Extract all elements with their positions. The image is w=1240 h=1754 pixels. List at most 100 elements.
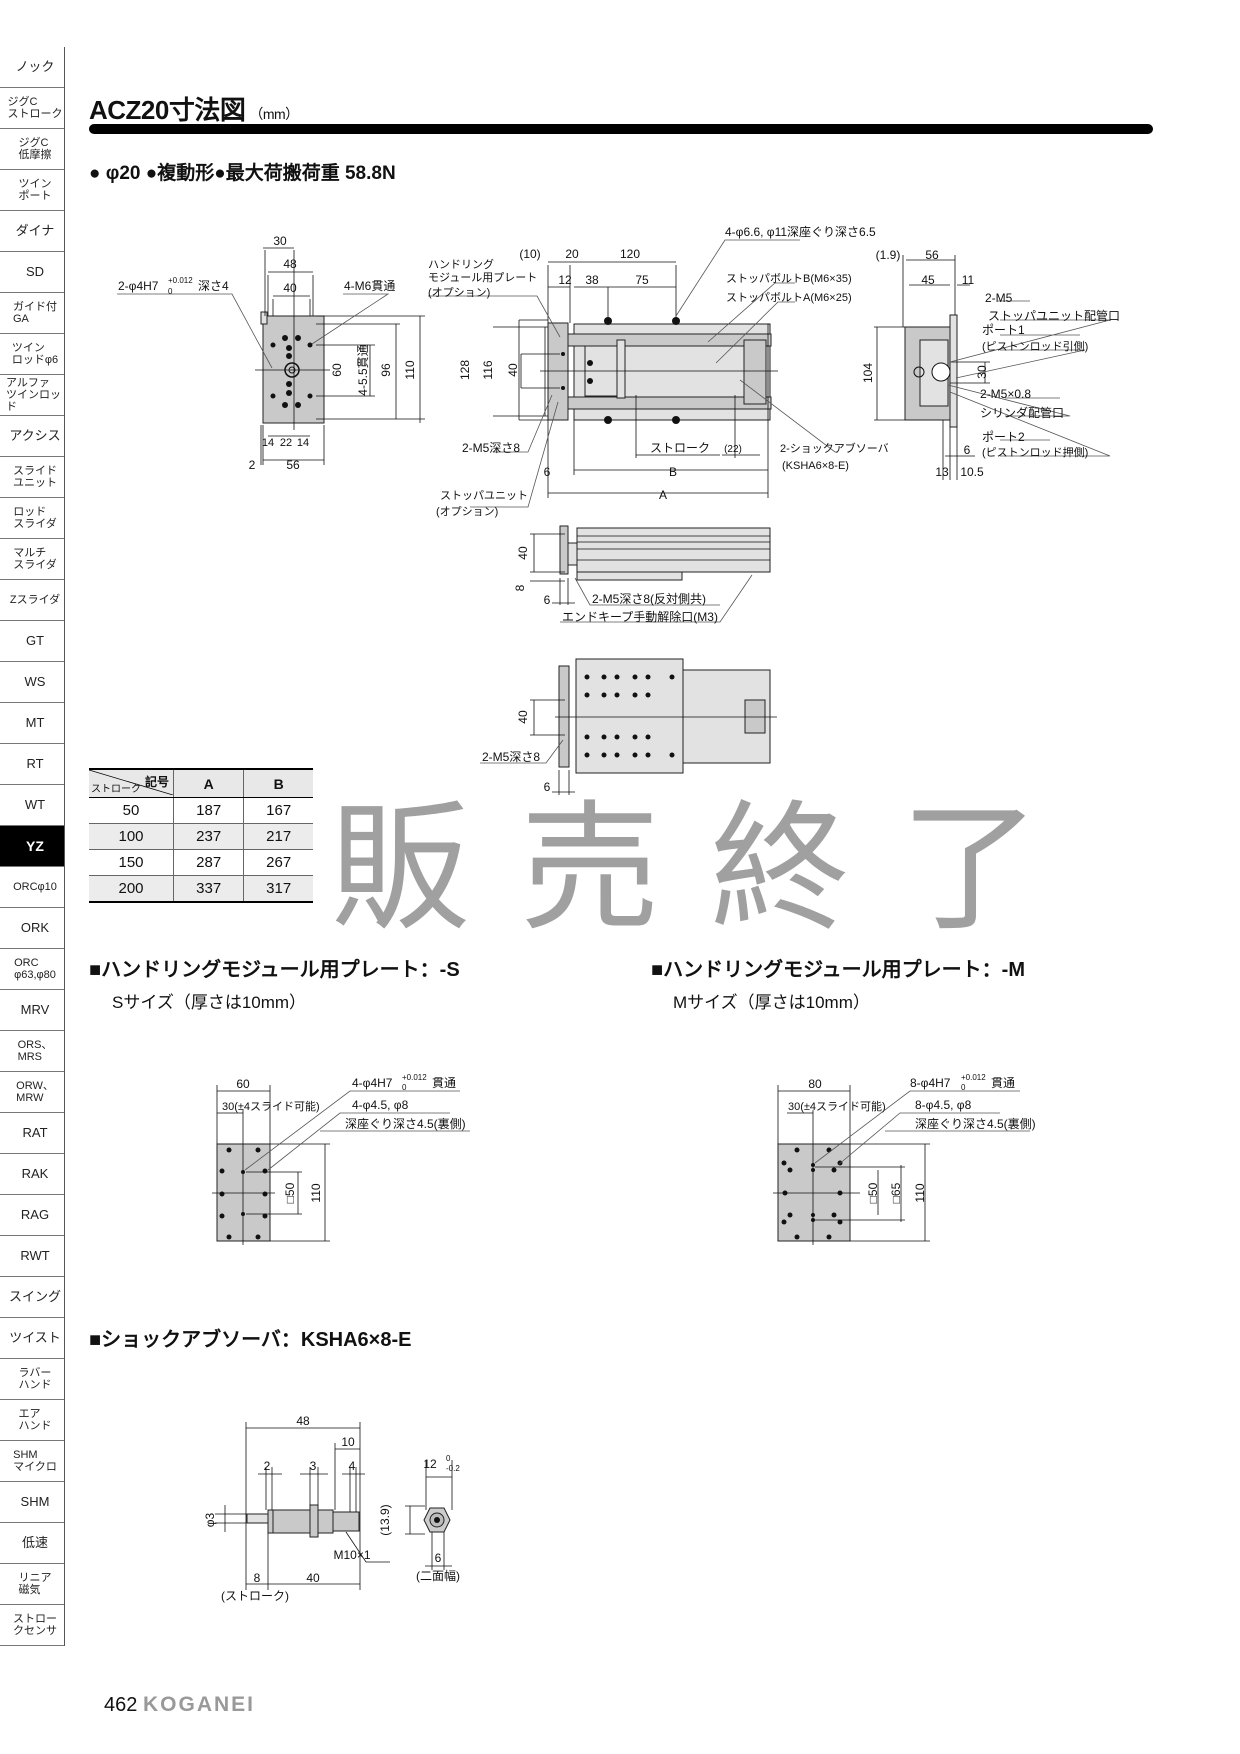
sidebar-item[interactable]: RT [0,744,64,785]
dimension-label-top-dim-120: 120 [620,247,640,261]
sidebar-item[interactable]: ロッド スライダ [0,498,64,539]
dimension-label-bottom2-dim-6: 6 [544,780,551,794]
sidebar-item[interactable]: ツイン ロッドφ6 [0,334,64,375]
dimension-label-plate-s-dim-30: 30(±4スライド可能) [222,1099,320,1113]
sidebar-item[interactable]: スイング [0,1277,64,1318]
plate-s-subheading: Sサイズ（厚さは10mm） [112,993,307,1012]
sidebar-item[interactable]: SHM [0,1482,64,1523]
sidebar-item[interactable]: ORW、 MRW [0,1072,64,1113]
dimension-label-front-dim-14a: 14 [262,437,274,449]
dimension-label-plate-s-sq50: □50 [283,1182,297,1203]
dimension-label-top-m5: 2-M5深さ8 [462,441,520,455]
sidebar-item[interactable]: MRV [0,990,64,1031]
dimension-label-top-dim-128: 128 [458,360,472,380]
sidebar-item[interactable]: リニア 磁気 [0,1564,64,1605]
dimension-label-shock-dim-40: 40 [306,1571,320,1585]
dimension-label-front-dim-56: 56 [286,458,300,472]
dimension-label-top-stopper-1: ストッパユニット [440,489,528,502]
plate-m-heading: ■ハンドリングモジュール用プレート：-M [651,959,1026,981]
dimension-label-front-dim-40: 40 [283,281,297,295]
cell-stroke: 50 [89,797,174,824]
sidebar-item[interactable]: ラバー ハンド [0,1359,64,1400]
sidebar-item[interactable]: SHM マイクロ [0,1441,64,1482]
sidebar-item[interactable]: ORS、 MRS [0,1031,64,1072]
dimension-label-top-dim-40: 40 [506,363,520,377]
sidebar-item[interactable]: マルチ スライダ [0,539,64,580]
cell-b: 217 [243,823,313,850]
dimension-label-top-shock-2: (KSHA6×8-E) [782,460,849,472]
dimension-label-bottom1-endkeep: エンドキープ手動解除口(M3) [562,609,718,624]
dimension-label-front-dim-thru: 4-5.5貫通 [356,344,370,395]
dimension-label-bottom1-dim-8: 8 [513,584,527,591]
sidebar-item[interactable]: ジグC ストローク [0,88,64,129]
dimension-label-top-cbore: 4-φ6.6, φ11深座ぐり深さ6.5 [725,224,876,239]
dimension-label-shock-flats: (二面幅) [416,1568,460,1583]
dimension-label-bottom1-m5: 2-M5深さ8(反対側共) [592,592,706,606]
brand-logo: KOGANEI [143,1693,256,1716]
sidebar-item[interactable]: スライド ユニット [0,457,64,498]
dimension-label-top-stroke: ストローク [650,441,710,455]
dimension-label-top-dim-b: B [669,465,677,479]
sidebar-item[interactable]: 低速 [0,1523,64,1564]
dimension-label-side-dim-13: 13 [935,465,949,479]
sidebar-item[interactable]: アルファ ツインロッド [0,375,64,416]
sidebar-item[interactable]: ノック [0,47,64,88]
dimension-label-front-dim-110: 110 [403,360,417,379]
dimension-label-side-m5x: 2-M5×0.8 [980,387,1031,401]
dimension-label-top-dim-22: (22) [724,444,742,455]
sidebar-item[interactable]: エア ハンド [0,1400,64,1441]
dimension-label-front-dim-22: 22 [280,437,292,449]
sidebar-item[interactable]: RAG [0,1195,64,1236]
dimension-label-top-stopper-2: (オプション) [436,505,498,518]
sidebar-item[interactable]: ガイド付 GA [0,293,64,334]
sidebar-item[interactable]: ORK [0,908,64,949]
plate-s-drawing [212,1085,470,1245]
dimension-label-shock-dim-4: 4 [349,1459,356,1473]
sidebar-item[interactable]: ツイスト [0,1318,64,1359]
dimension-label-side-dim-105: 10.5 [960,465,984,479]
sidebar-item[interactable]: ジグC 低摩擦 [0,129,64,170]
dimension-label-shock-dia3: φ3 [203,1512,217,1527]
sidebar-item[interactable]: YZ [0,826,64,867]
sidebar-item[interactable]: MT [0,703,64,744]
dimension-label-shock-dim-6: 6 [435,1551,442,1565]
corner-stroke-label: ストローク [91,784,141,795]
sidebar-item[interactable]: WS [0,662,64,703]
dimension-label-side-dim-30: 30 [975,365,989,379]
dimension-label-side-port2: ポート2 [982,430,1025,444]
plate-m-drawing [773,1085,1030,1245]
dimension-label-side-m5: 2-M5 [985,291,1013,305]
dimension-label-front-pin-b: 深さ4 [198,279,229,293]
title-divider [89,124,1153,134]
dimension-label-plate-m-pin-a: 8-φ4H7 [910,1076,951,1090]
dimension-label-shock-tol-lo: -0.2 [446,1464,460,1473]
dimension-label-front-dim-30: 30 [273,234,287,248]
dimension-label-plate-s-dim-60: 60 [236,1077,250,1091]
sidebar-item[interactable]: SD [0,252,64,293]
sidebar-item[interactable]: RAK [0,1154,64,1195]
sidebar-item[interactable]: Zスライダ [0,580,64,621]
cell-b: 317 [243,875,313,903]
sidebar-item[interactable]: ORC φ63,φ80 [0,949,64,990]
title-unit: （mm） [249,106,299,122]
sidebar-item[interactable]: RWT [0,1236,64,1277]
side-elevation-drawing [530,525,771,623]
sidebar-item[interactable]: RAT [0,1113,64,1154]
sidebar-item[interactable]: ストロー クセンサ [0,1605,64,1646]
dimension-label-top-dim-116: 116 [481,360,495,379]
dimension-label-front-pin-tol-up: +0.012 [168,276,193,285]
dimension-label-plate-m-dim-110: 110 [913,1183,927,1202]
dimension-label-plate-m-cbore: 深座ぐり深さ4.5(裏側) [915,1116,1036,1131]
sidebar-item[interactable]: ダイナ [0,211,64,252]
dimension-label-shock-dim-8: 8 [254,1571,261,1585]
dimension-label-plate-s-dim-110: 110 [309,1183,323,1202]
sidebar-item[interactable]: GT [0,621,64,662]
sidebar-item[interactable]: WT [0,785,64,826]
sidebar-item[interactable]: ツイン ポート [0,170,64,211]
dimension-label-side-dim-11: 11 [962,273,975,287]
sidebar-item[interactable]: アクシス [0,416,64,457]
sidebar-item[interactable]: ORCφ10 [0,867,64,908]
